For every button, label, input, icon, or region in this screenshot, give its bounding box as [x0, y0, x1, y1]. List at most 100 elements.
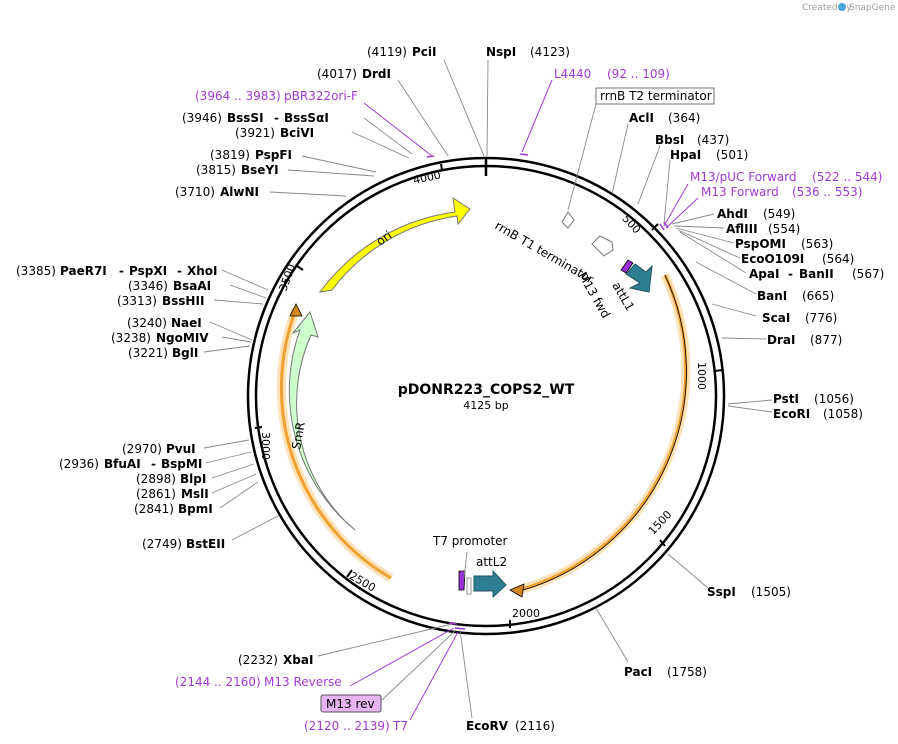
- enzyme-pspxi[interactable]: PspXI: [129, 264, 167, 278]
- plasmid-name: pDONR223_COPS2_WT: [398, 382, 575, 398]
- enzyme-bcivi-pos: (3921): [235, 126, 275, 140]
- enzyme-bseyi-pos: (3815): [196, 163, 236, 177]
- primer-m13-forward[interactable]: M13 Forward: [701, 185, 779, 199]
- watermark-brand: SnapGene: [849, 3, 896, 13]
- enzyme-afliii[interactable]: AflIII: [726, 222, 758, 236]
- enzyme-bbsi-pos: (437): [697, 133, 729, 147]
- enzyme-xbai[interactable]: XbaI: [283, 653, 313, 667]
- ori-feature-arrow: [318, 196, 471, 293]
- enzyme-drd-i[interactable]: DrdI: [362, 67, 391, 81]
- tick-mark-3000: [254, 426, 263, 429]
- rrnb-t2-label-box: [595, 87, 715, 105]
- tick-mark-1000: [714, 369, 723, 372]
- enzyme-pvui[interactable]: PvuI: [166, 442, 196, 456]
- enzyme-banii[interactable]: BanII: [799, 267, 834, 281]
- enzyme-drai[interactable]: DraI: [767, 333, 795, 347]
- enzyme-pci-i[interactable]: PciI: [412, 45, 437, 59]
- enzyme-bani[interactable]: BanI: [757, 289, 787, 303]
- enzyme-ecorv[interactable]: EcoRV: [466, 719, 509, 733]
- enzyme-paer7i[interactable]: PaeR7I: [60, 264, 107, 278]
- attl1-arrow: [625, 263, 653, 293]
- enzyme-bgli-pos: (3221): [128, 346, 168, 360]
- attl1-arc: [514, 274, 688, 593]
- separator-dash-3: -: [151, 457, 156, 471]
- primer-marks: [426, 153, 669, 630]
- separator-dash-4: -: [788, 267, 793, 281]
- enzyme-blpi[interactable]: BlpI: [180, 472, 206, 486]
- primer-pbr322ori-f-range: (3964 .. 3983): [195, 89, 281, 103]
- enzyme-bbsi[interactable]: BbsI: [655, 133, 684, 147]
- enzyme-bspmi[interactable]: BspMI: [161, 457, 202, 471]
- enzyme-bgli[interactable]: BglI: [172, 346, 198, 360]
- enzyme-acli-pos: (364): [668, 111, 700, 125]
- t7-promoter-arrow: [466, 577, 472, 595]
- attl2-label: attL2: [476, 555, 507, 569]
- primer-m13-puc-forward[interactable]: M13/pUC Forward: [690, 170, 797, 184]
- enzyme-ecoo109i-pos: (564): [822, 252, 854, 266]
- enzyme-apai[interactable]: ApaI: [749, 267, 779, 281]
- enzyme-drd-i-pos: (4017): [317, 67, 357, 81]
- m13-fwd-arrow: [620, 259, 634, 274]
- tick-label-1000: 1000: [695, 362, 708, 390]
- enzyme-paci-pos: (1758): [667, 665, 707, 679]
- enzyme-scai-pos: (776): [805, 311, 837, 325]
- enzyme-ngomiv-pos: (3238): [111, 331, 151, 345]
- tick-label-4000: 4000: [412, 168, 442, 187]
- enzyme-bsshii[interactable]: BssHII: [162, 294, 204, 308]
- primer-t7[interactable]: T7: [392, 719, 408, 733]
- enzyme-psti[interactable]: PstI: [773, 392, 799, 406]
- enzyme-msli[interactable]: MslI: [181, 487, 209, 501]
- separator-dash-2: -: [177, 264, 182, 278]
- enzyme-sspi-pos: (1505): [751, 585, 791, 599]
- enzyme-bsssi-pos: (3946): [182, 111, 222, 125]
- rrnb-t1-terminator-arrow: [591, 235, 614, 257]
- enzyme-bfuai[interactable]: BfuAI: [104, 457, 141, 471]
- enzyme-ahdi[interactable]: AhdI: [717, 207, 748, 221]
- enzyme-pspfi[interactable]: PspFI: [255, 148, 292, 162]
- tick-label-2000: 2000: [512, 607, 540, 620]
- enzyme-bseyi[interactable]: BseYI: [241, 163, 279, 177]
- m13-rev-label[interactable]: M13 rev: [326, 697, 375, 711]
- enzyme-drai-pos: (877): [810, 333, 842, 347]
- enzyme-pspomi-pos: (563): [801, 237, 833, 251]
- enzyme-alwni[interactable]: AlwNI: [220, 185, 259, 199]
- primer-m13-reverse[interactable]: M13 Reverse: [264, 675, 342, 689]
- attl1-label: attL1: [609, 280, 637, 314]
- t7-promoter-leader: [463, 551, 468, 579]
- enzyme-pci-i-pos: (4119): [367, 45, 407, 59]
- primer-m13-forward-range: (536 .. 553): [792, 185, 862, 199]
- cds-arc-arrowhead: [509, 583, 525, 598]
- enzyme-bpmi[interactable]: BpmI: [178, 502, 213, 516]
- enzyme-bsssi[interactable]: BssSI: [227, 111, 264, 125]
- enzyme-ecori[interactable]: EcoRI: [773, 407, 810, 421]
- enzyme-bsssai[interactable]: BssSαI: [284, 111, 329, 125]
- watermark-prefix: Created by: [802, 3, 852, 13]
- enzyme-bfuai-pos: (2936): [59, 457, 99, 471]
- enzyme-paci[interactable]: PacI: [624, 665, 652, 679]
- enzyme-hpai-pos: (501): [716, 148, 748, 162]
- enzyme-bcivi[interactable]: BciVI: [280, 126, 314, 140]
- enzyme-bani-pos: (665): [802, 289, 834, 303]
- enzyme-sspi[interactable]: SspI: [707, 585, 736, 599]
- enzyme-bsaai[interactable]: BsaAI: [173, 279, 211, 293]
- enzyme-ecoo109i[interactable]: EcoO109I: [741, 252, 804, 266]
- tick-label-3500: 3500: [277, 262, 299, 293]
- primer-pbr322ori-f[interactable]: pBR322ori-F: [284, 89, 358, 103]
- enzyme-pspomi[interactable]: PspOMI: [735, 237, 786, 251]
- enzyme-bsteii[interactable]: BstEII: [186, 537, 225, 551]
- left-arc-arrowhead: [289, 303, 303, 317]
- enzyme-scai[interactable]: ScaI: [762, 311, 790, 325]
- tick-label-3000: 3000: [259, 432, 272, 460]
- enzyme-nsp-i[interactable]: NspI: [486, 45, 516, 59]
- enzyme-xhoi[interactable]: XhoI: [187, 264, 218, 278]
- enzyme-ngomiv[interactable]: NgoMIV: [156, 331, 209, 345]
- attl1-arc-glow: [513, 273, 691, 596]
- enzyme-naei[interactable]: NaeI: [171, 316, 202, 330]
- enzyme-hpai[interactable]: HpaI: [670, 148, 701, 162]
- enzyme-bsaai-pos: (3346): [128, 279, 168, 293]
- primer-l4440[interactable]: L4440: [554, 67, 591, 81]
- enzyme-nsp-i-pos: (4123): [530, 45, 570, 59]
- enzyme-afliii-pos: (554): [768, 222, 800, 236]
- enzyme-alwni-pos: (3710): [175, 185, 215, 199]
- enzyme-acli[interactable]: AclI: [629, 111, 654, 125]
